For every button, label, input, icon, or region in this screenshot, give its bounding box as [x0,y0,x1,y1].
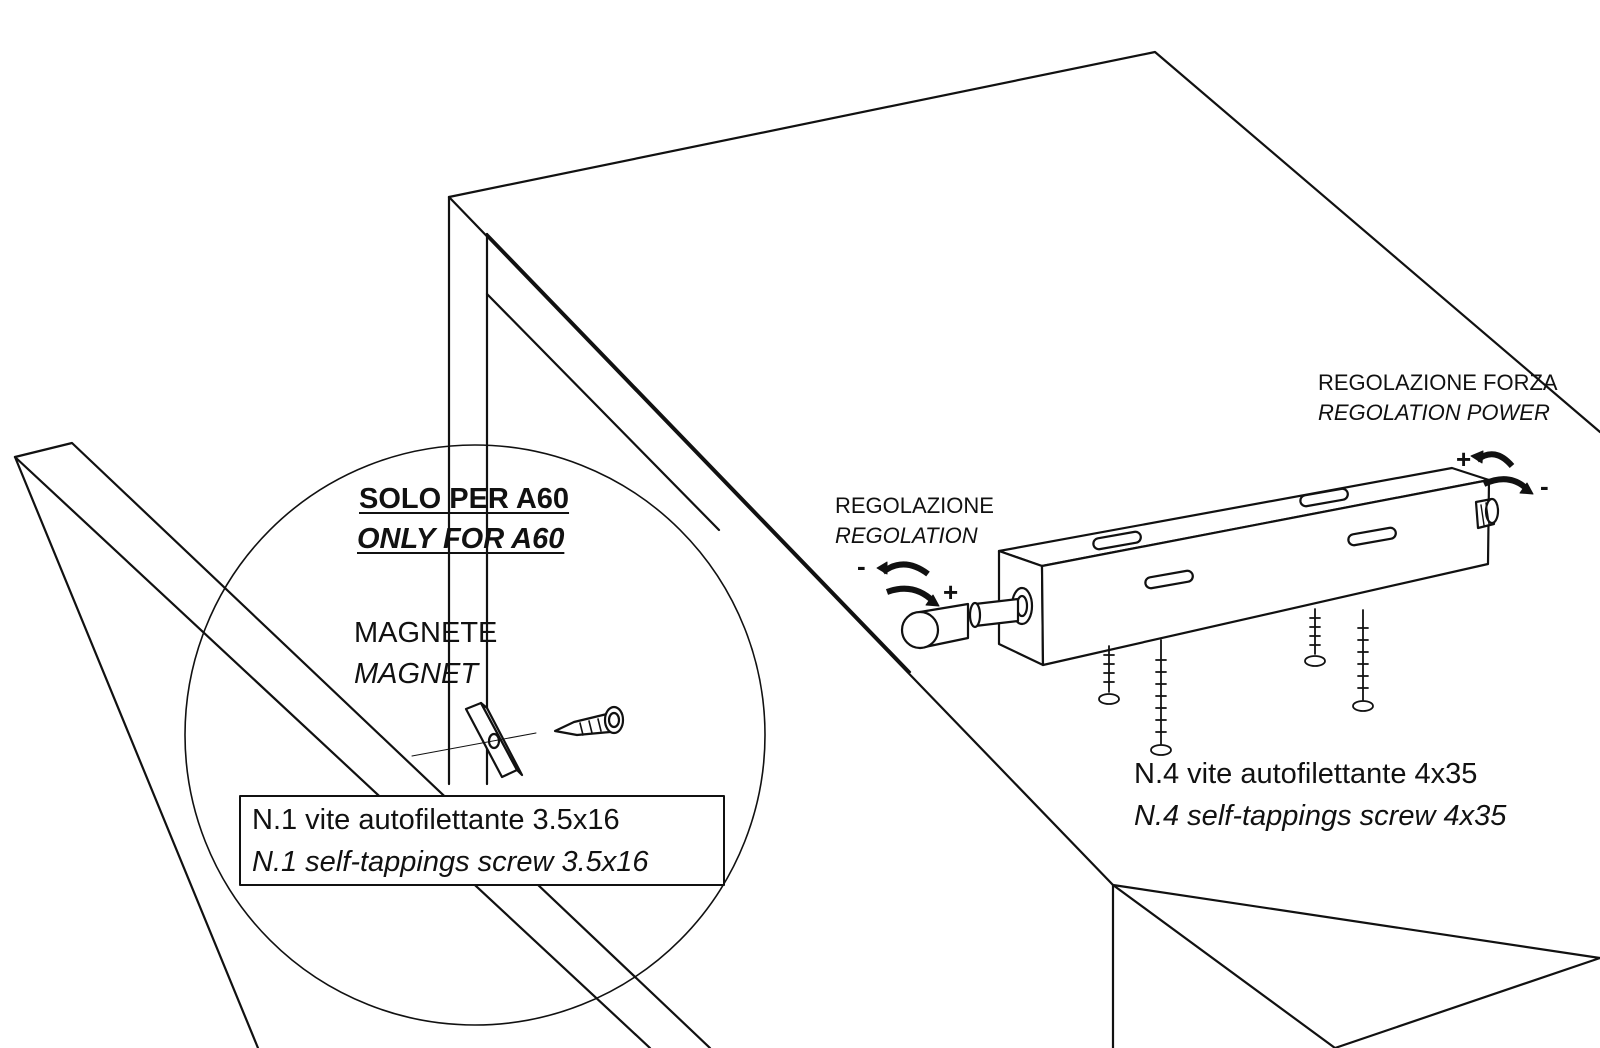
detail-heading-en: ONLY FOR A60 [357,523,565,555]
mounting-screw [1098,645,1120,705]
power-label-en: REGOLATION POWER [1318,400,1550,425]
magnet-screw-label-en: N.1 self-tappings screw 3.5x16 [252,846,649,878]
mounting-screw [1352,609,1374,712]
detail-circle [184,444,766,1026]
power-plus: + [1456,444,1472,474]
magnet-screw-label-it: N.1 vite autofilettante 3.5x16 [252,804,620,836]
rotate-cw-icon [885,585,937,605]
rotation-arrows-power [1470,450,1534,495]
cabinet [447,50,1600,1048]
detail-heading-it: SOLO PER A60 [359,483,570,515]
rotate-ccw-icon [881,561,930,577]
screw-label-box [239,795,725,886]
magnet-screw-icon [553,705,625,737]
regulation-label-it: REGOLAZIONE [835,493,994,518]
power-adjuster [1474,497,1500,530]
regulation-plus: + [943,577,959,607]
mounting-screws-label-it: N.4 vite autofilettante 4x35 [1134,758,1478,790]
magnet-label-it: MAGNETE [354,617,498,649]
power-minus: - [1540,471,1549,501]
regulation-label-en: REGOLATION [835,523,978,548]
rotate-cw-icon [1482,476,1531,493]
rotation-arrows-regulation [876,561,940,607]
mounting-screws-icon [1098,608,1374,756]
mounting-screw [1304,608,1326,667]
regulation-adjuster [900,586,1034,650]
closer-device [997,466,1491,667]
mounting-screw [1150,639,1172,756]
power-label-it: REGOLAZIONE FORZA [1318,370,1558,395]
magnet [464,701,524,779]
magnet-label-en: MAGNET [354,658,479,690]
regulation-minus: - [857,551,866,581]
mounting-screws-label-en: N.4 self-tappings screw 4x35 [1134,800,1507,832]
alignment-line [411,732,537,757]
